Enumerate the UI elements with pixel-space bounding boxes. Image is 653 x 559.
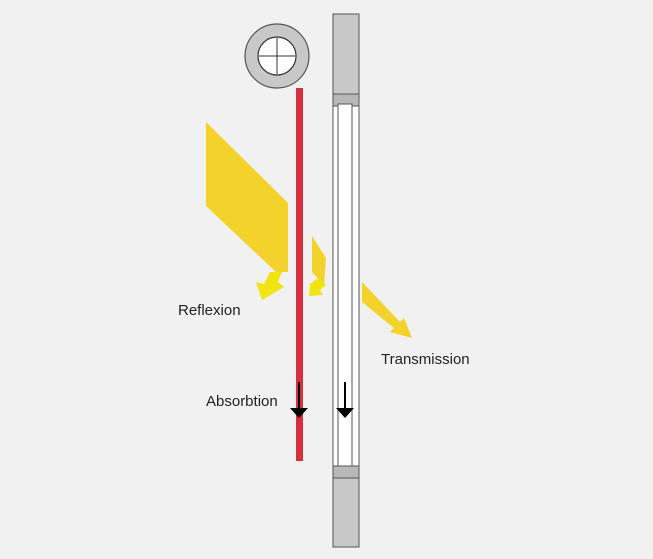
transmission-label: Transmission: [381, 351, 470, 368]
arrow-down-icon: [290, 382, 308, 418]
reflected-light-arrow: [256, 272, 284, 300]
transmitted-light-arrow: [362, 282, 412, 338]
secondary-reflected-arrow: [309, 278, 326, 296]
absorber-plate: [296, 88, 303, 461]
glass-tube: [332, 13, 360, 548]
incoming-light-beam: [206, 122, 288, 272]
absorbtion-label: Absorbtion: [206, 393, 278, 410]
tube-crosshair-icon: [244, 23, 310, 89]
secondary-light-beam: [312, 236, 326, 285]
arrow-down-icon: [336, 382, 354, 418]
reflexion-label: Reflexion: [178, 302, 241, 319]
